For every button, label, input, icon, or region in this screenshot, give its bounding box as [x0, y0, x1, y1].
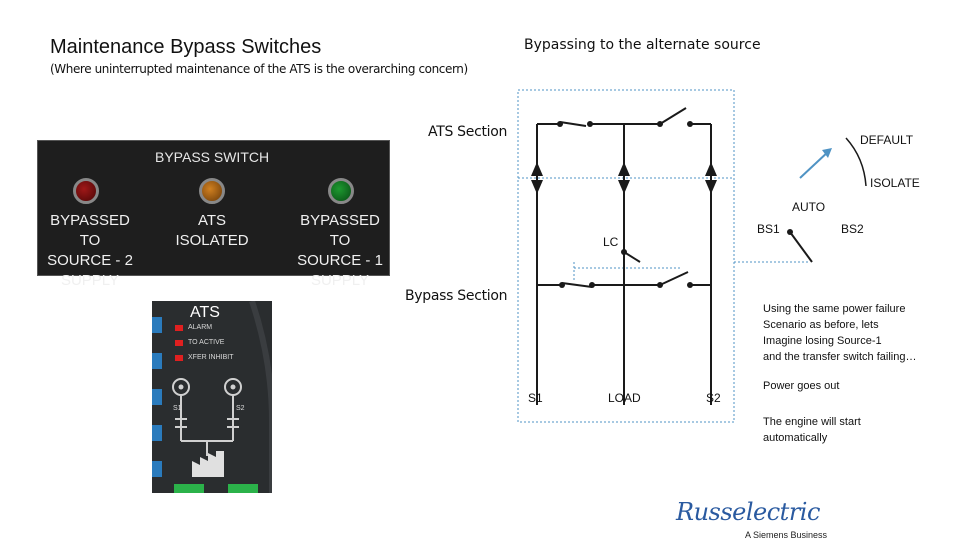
ats-terminal-block: [228, 484, 258, 493]
ats-section-label: ATS Section: [428, 124, 508, 140]
default-label: DEFAULT: [860, 133, 914, 147]
scenario-note: Using the same power failure Scenario as…: [763, 301, 916, 365]
ats-switch-s1: [559, 121, 587, 127]
bypass-enclosure: [517, 89, 735, 423]
caption-bypassed-source-1: BYPASSED TO SOURCE - 1 SUPPLY: [297, 212, 383, 289]
lc-link-line: [573, 262, 680, 280]
note-line: Imagine losing Source-1: [763, 335, 882, 347]
lamp-bypassed-source-1: [328, 178, 354, 204]
selector-switch: [789, 137, 867, 263]
ats-s1-label: S1: [173, 405, 182, 412]
ats-s2-label: S2: [236, 405, 245, 412]
auto-label: AUTO: [792, 200, 826, 214]
xfer-inhibit-led: [175, 355, 183, 361]
ats-switch-s2-open: [659, 107, 687, 125]
lamp-bypassed-source-2: [73, 178, 99, 204]
power-out-note: Power goes out: [763, 380, 840, 392]
caption-ats-isolated: ATS ISOLATED: [175, 212, 249, 249]
page-subtitle: (Where uninterrupted maintenance of the …: [50, 62, 468, 76]
switch-contacts: [557, 121, 793, 288]
logo-tagline: A Siemens Business: [745, 530, 828, 540]
ats-indicator-label: ALARM: [188, 324, 213, 331]
engine-start-note: The engine will start automatically: [763, 414, 861, 446]
bypass-section-label: Bypass Section: [405, 288, 508, 304]
caption-bypassed-source-2: BYPASSED TO SOURCE - 2 SUPPLY: [47, 212, 133, 289]
ats-section-wiring: [536, 107, 712, 405]
ats-title: ATS: [190, 304, 220, 321]
ats-terminal-block: [174, 484, 204, 493]
ats-side-button: [152, 461, 162, 477]
note-line: Scenario as before, lets: [763, 319, 879, 331]
alarm-led: [175, 325, 183, 331]
isolate-label: ISOLATE: [870, 176, 920, 190]
note-line: and the transfer switch failing…: [763, 351, 917, 363]
s2-label: S2: [706, 391, 721, 405]
ats-side-button: [152, 317, 162, 333]
ats-side-button: [152, 353, 162, 369]
lamp-ats-isolated: [199, 178, 225, 204]
diagram-heading: Bypassing to the alternate source: [524, 37, 761, 53]
bs2-label: BS2: [841, 222, 864, 236]
bs1-label: BS1: [757, 222, 780, 236]
note-line: automatically: [763, 432, 828, 444]
ats-indicator-label: XFER INHIBIT: [188, 354, 234, 361]
lc-label: LC: [603, 235, 619, 249]
note-line: Using the same power failure: [763, 303, 906, 315]
bypass-section-wiring: [537, 222, 711, 288]
note-line: The engine will start: [763, 416, 861, 428]
arrow-icon: [822, 148, 832, 158]
isolation-contacts-icon: [531, 162, 717, 194]
russelectric-logo: Russelectric: [676, 498, 820, 526]
bypass-panel-title: BYPASS SWITCH: [155, 149, 270, 165]
page-title: Maintenance Bypass Switches: [50, 36, 322, 58]
ats-side-button: [152, 389, 162, 405]
to-active-led: [175, 340, 183, 346]
bypass-switch-s2-open: [659, 271, 689, 286]
bypass-switch-panel: BYPASS SWITCH BYPASSED TO SOURCE - 2 SUP…: [37, 140, 390, 289]
ats-indicator-label: TO ACTIVE: [188, 339, 225, 346]
ats-side-button: [152, 425, 162, 441]
s1-label: S1: [528, 391, 543, 405]
bypass-switch-s1: [561, 282, 593, 288]
ats-mimic-icon: [172, 301, 272, 493]
schematic-boundary: [517, 89, 810, 423]
load-label: LOAD: [608, 391, 641, 405]
ats-controller: ATS ALARM TO ACTIVE XFER INHIBIT S1 S2: [152, 301, 272, 493]
